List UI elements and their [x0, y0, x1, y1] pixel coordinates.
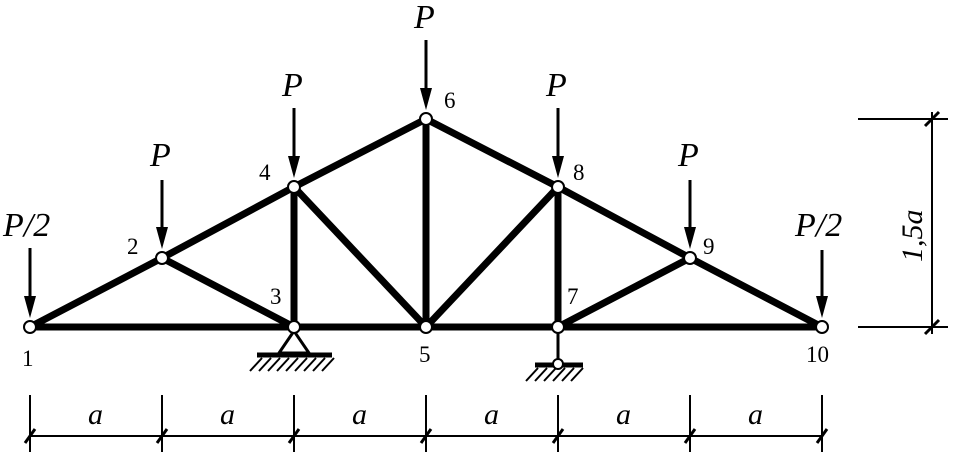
joints	[23, 112, 829, 334]
horizontal-dimension	[23, 395, 829, 452]
joint-3	[287, 320, 301, 334]
panel-label-3: a	[352, 398, 367, 431]
load-label-10: P/2	[794, 207, 842, 244]
roller-support-hinge	[552, 358, 564, 370]
load-label-4: P	[281, 67, 303, 104]
vertical-dimension	[858, 110, 948, 336]
member-2-4	[158, 183, 298, 262]
node-label-10: 10	[806, 342, 829, 367]
load-label-1: P/2	[2, 207, 50, 244]
joint-4	[287, 180, 301, 194]
truss-members	[26, 115, 826, 331]
joint-5	[419, 320, 433, 334]
member-9-10	[686, 254, 826, 331]
pin-support-hatching	[249, 357, 335, 372]
member-6-8	[422, 115, 562, 191]
member-5-8	[422, 183, 562, 331]
load-label-9: P	[677, 137, 699, 174]
joint-2	[155, 251, 169, 265]
load-label-8: P	[545, 67, 567, 104]
node-label-7: 7	[567, 284, 579, 309]
member-2-3	[158, 254, 298, 331]
panel-label-4: a	[484, 398, 499, 431]
node-label-1: 1	[22, 346, 34, 371]
dimension-ticks	[23, 428, 829, 444]
panel-label-5: a	[616, 398, 631, 431]
joint-8	[551, 180, 565, 194]
node-label-3: 3	[270, 284, 282, 309]
pin-support-triangle	[276, 328, 312, 355]
member-4-5	[290, 183, 430, 331]
height-label: 1,5a	[896, 210, 929, 263]
node-label-4: 4	[259, 160, 271, 185]
panel-label-2: a	[220, 398, 235, 431]
member-8-9	[554, 183, 694, 262]
joint-10	[815, 320, 829, 334]
panel-labels: a a a a a a	[88, 398, 763, 431]
load-label-2: P	[149, 137, 171, 174]
roller-support	[525, 331, 584, 382]
load-arrows	[24, 40, 828, 318]
node-label-8: 8	[573, 160, 585, 185]
load-label-6: P	[413, 0, 435, 36]
load-labels: P/2 P P P P P P/2	[2, 0, 842, 244]
joint-6	[419, 112, 433, 126]
joint-9	[683, 251, 697, 265]
node-label-5: 5	[419, 342, 431, 367]
pin-support	[249, 328, 335, 372]
joint-1	[23, 320, 37, 334]
roller-support-hatching	[525, 367, 584, 382]
node-label-6: 6	[444, 88, 456, 113]
member-1-2	[26, 254, 166, 331]
node-label-9: 9	[703, 234, 715, 259]
joint-7	[551, 320, 565, 334]
member-4-6	[290, 115, 430, 191]
node-numbers: 1 2 3 4 5 6 7 8 9 10	[22, 88, 829, 371]
node-label-2: 2	[127, 234, 139, 259]
member-7-9	[554, 254, 694, 331]
panel-label-1: a	[88, 398, 103, 431]
panel-label-6: a	[748, 398, 763, 431]
